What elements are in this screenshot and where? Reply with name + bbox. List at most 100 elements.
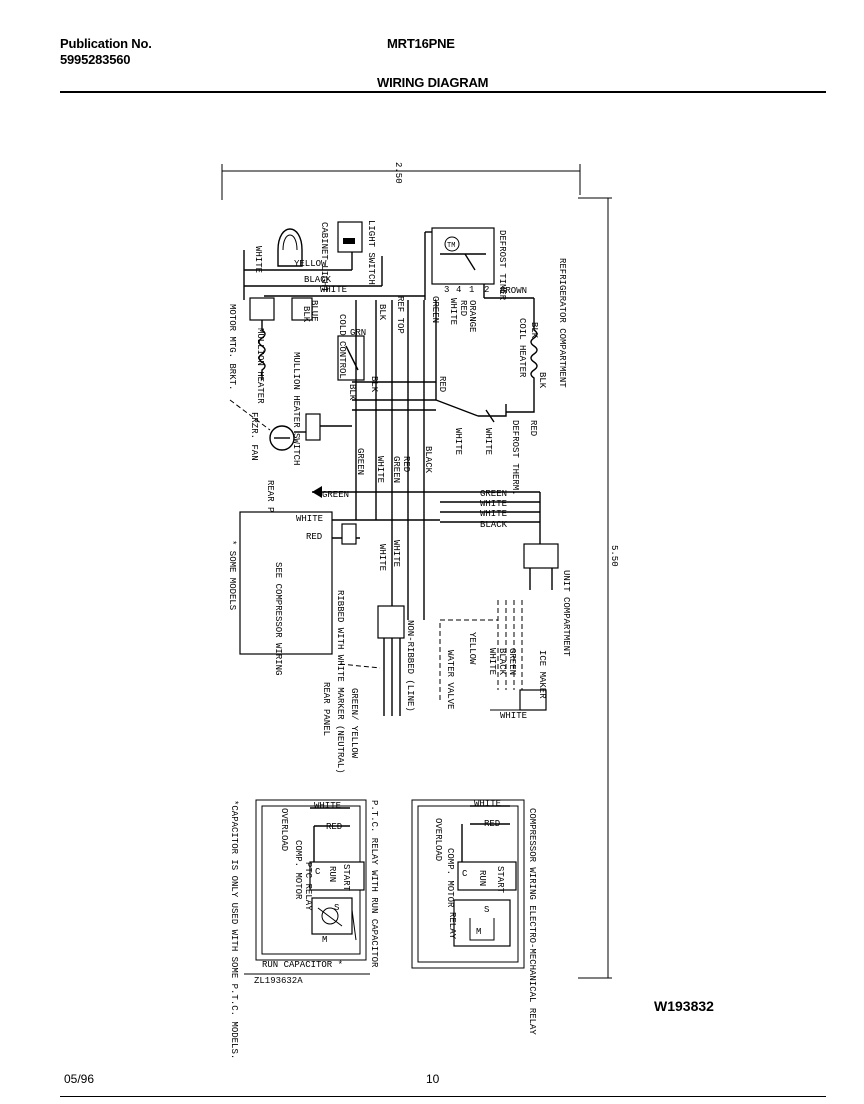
freezer-fan (229, 399, 352, 451)
see-compressor-label: SEE COMPRESSOR WIRING (273, 562, 283, 675)
wire-label-white-comp: WHITE (296, 514, 323, 524)
wire-label-blk-coil2: BLK (537, 372, 547, 389)
mullion-heater-switch-label: MULLION HEATER SWITCH (291, 352, 301, 465)
light-switch-label: LIGHT SWITCH (366, 220, 376, 285)
wire-label-blk-mullion: BLK (301, 306, 311, 323)
wire-label-white-h1: WHITE (480, 499, 507, 509)
compressor-connector (341, 523, 357, 545)
wire-label-blk-mid: BLK (369, 376, 379, 393)
wires-vertical (352, 300, 479, 620)
wire-label-black: BLACK (304, 275, 332, 285)
wire-label-green-mid2: GREEN (391, 456, 401, 483)
green-yellow-label: GREEN/ YELLOW (349, 688, 359, 759)
cold-control-label: COLD CONTROL (337, 314, 347, 379)
wire-label-white: WHITE (320, 285, 347, 295)
coil-heater (506, 318, 538, 413)
ptc-run: RUN (327, 866, 337, 882)
wire-label-blk-mid2: BLK (347, 384, 357, 401)
em-relay-label: RELAY (447, 912, 457, 940)
wire-label-green-ice: GREEN (507, 648, 517, 675)
wire-label-white-light: WHITE (253, 246, 263, 273)
compressor-wiring-box (239, 511, 333, 655)
dimension-top: 2.50 (393, 162, 403, 184)
timer-terminal-2: 2 (484, 285, 489, 295)
cold-control (337, 335, 365, 381)
rear-panel-top-label: REAR PANEL (265, 480, 275, 534)
em-title: COMPRESSOR WIRING ELECTRO-MECHANICAL REL… (527, 808, 537, 1035)
ptc-ref-code: ZL193632A (254, 976, 303, 986)
cabinet-light (277, 228, 303, 267)
wire-label-white-top: WHITE (448, 298, 458, 325)
em-relay-box (411, 799, 525, 969)
ice-maker-label: ICE MAKER (537, 650, 547, 699)
section-title: WIRING DIAGRAM (377, 75, 489, 90)
em-start: START (495, 866, 505, 894)
ptc-m: M (322, 935, 327, 945)
wire-label-yellow: YELLOW (294, 259, 327, 269)
footer-rule (60, 1096, 826, 1097)
wire-label-black-mid: BLACK (423, 446, 433, 474)
dimension-right: 5.50 (609, 545, 619, 567)
ground-harness (312, 486, 541, 544)
diagram-code: W193832 (654, 998, 714, 1014)
defrost-timer: TM (431, 227, 495, 285)
ref-top-label: REF TOP (395, 296, 405, 334)
wire-label-white-therm: WHITE (483, 428, 493, 455)
wire-label-blk-coil: BLK (529, 322, 539, 339)
unit-connector (523, 543, 559, 590)
ribbed-label: RIBBED WITH WHITE MARKER (NEUTRAL) (335, 590, 345, 774)
rear-panel-bottom-label: REAR PANEL (321, 682, 331, 736)
ptc-title: P.T.C. RELAY WITH RUN CAPACITOR (369, 800, 379, 968)
footer-date: 05/96 (64, 1072, 95, 1086)
wire-label-orange: ORANGE (467, 300, 477, 332)
em-overload: OVERLOAD (433, 818, 443, 861)
light-switch (337, 221, 363, 253)
em-red: RED (484, 819, 500, 829)
wire-label-green-h: GREEN (480, 489, 507, 499)
refrigerator-compartment-label: REFRIGERATOR COMPARTMENT (557, 258, 567, 388)
em-c: C (462, 869, 468, 879)
wire-label-yellow-ice: YELLOW (467, 632, 477, 665)
wire-label-green-ground: GREEN (322, 490, 349, 500)
wire-label-blk-cold: BLK (377, 304, 387, 321)
ptc-comp-motor: COMP. MOTOR (293, 840, 303, 900)
wire-label-white-cord2: WHITE (391, 540, 401, 567)
ptc-c: C (315, 867, 321, 877)
defrost-timer-label: DEFROST TIMER (497, 230, 507, 301)
timer-terminal-1: 1 (469, 285, 474, 295)
ptc-overload: OVERLOAD (279, 808, 289, 851)
ptc-s: S (334, 903, 339, 913)
em-s: S (484, 905, 489, 915)
wire-label-white-ice: WHITE (487, 648, 497, 675)
water-valve-label: WATER VALVE (445, 650, 455, 709)
timer-terminal-4: 4 (456, 285, 461, 295)
ptc-relay-label: PTC RELAY (303, 862, 313, 911)
ptc-red: RED (326, 822, 342, 832)
wires-top (243, 231, 535, 318)
non-ribbed-label: NON-RIBBED (LINE) (405, 620, 415, 712)
wire-label-red-top: RED (458, 300, 468, 316)
ptc-run-capacitor: RUN CAPACITOR * (262, 960, 343, 970)
wire-label-white-cord: WHITE (377, 544, 387, 571)
dimension-lines (221, 164, 612, 979)
mullion-heater-label: MULLION HEATER (255, 328, 265, 404)
em-comp-motor: COMP. MOTOR (445, 848, 455, 908)
wire-label-blue: BLUE (309, 300, 319, 322)
ice-maker (439, 600, 547, 711)
em-m: M (476, 927, 481, 937)
em-white: WHITE (474, 799, 501, 809)
defrost-therm-label: DEFROST THERM. (510, 420, 520, 496)
wire-label-red-coil: RED (528, 420, 538, 436)
header-rule (60, 91, 826, 93)
wire-label-black-h: BLACK (480, 520, 508, 530)
frzr-fan-label: FRZR. FAN (249, 412, 259, 461)
some-models-label: * SOME MODELS (227, 540, 237, 610)
timer-terminal-3: 3 (444, 285, 449, 295)
wire-label-green-mid: GREEN (355, 448, 365, 475)
unit-compartment-label: UNIT COMPARTMENT (561, 570, 571, 657)
wire-label-brown: BROWN (500, 286, 527, 296)
wire-label-grn: GRN (350, 328, 366, 338)
power-cord (339, 605, 405, 716)
defrost-thermostat (478, 404, 507, 423)
